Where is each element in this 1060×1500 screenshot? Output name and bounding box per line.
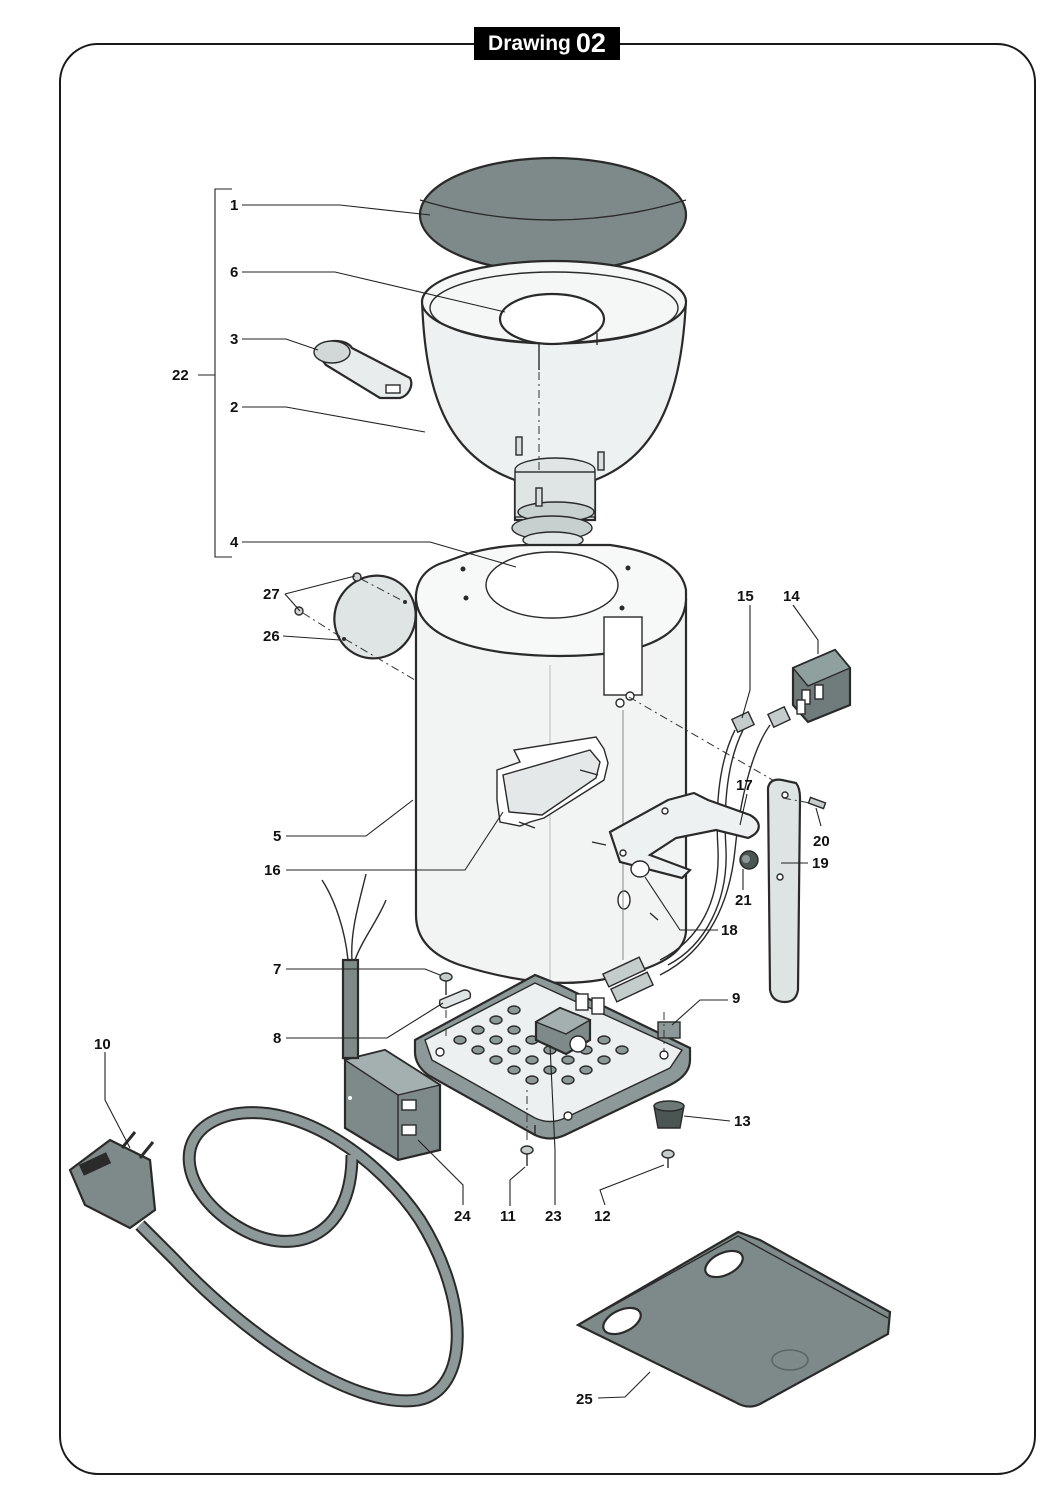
part-2-hopper-bowl: [420, 259, 688, 523]
assembly-bracket-22: [198, 188, 232, 558]
drawing-title-number: 02: [575, 28, 606, 58]
callout-18: 18: [721, 922, 738, 939]
callout-23: 23: [545, 1208, 562, 1225]
callout-15: 15: [737, 588, 754, 605]
callout-22: 22: [172, 367, 189, 384]
callout-20: 20: [813, 833, 830, 850]
callout-11: 11: [500, 1208, 516, 1225]
part-7-screw: [439, 972, 453, 995]
part-1-hopper-lid: [418, 156, 688, 274]
callout-25: 25: [576, 1391, 593, 1408]
callout-1: 1: [230, 197, 238, 214]
part-16-inner-plate: [496, 736, 609, 829]
callout-4: 4: [230, 534, 239, 551]
callout-3: 3: [230, 331, 238, 348]
leader-lines: [104, 204, 822, 1399]
part-9-base-tray: [413, 973, 692, 1140]
callout-14: 14: [783, 588, 800, 605]
part-25-drip-tray: [575, 1230, 892, 1408]
callout-2: 2: [230, 399, 238, 416]
callout-5: 5: [273, 828, 281, 845]
part-11-screw: [520, 1090, 534, 1166]
callout-24: 24: [454, 1208, 471, 1225]
callout-16: 16: [264, 862, 281, 879]
drawing-title: Drawing 02: [474, 27, 620, 60]
callout-labels: 1 6 3 22 2 4 27 26 15 14 17 20 19 21 5 1…: [94, 197, 830, 1408]
part-6-hopper-disc: [498, 292, 606, 470]
part-12-screw: [661, 1149, 675, 1168]
callout-6: 6: [230, 264, 238, 281]
drawing-title-word: Drawing: [488, 31, 571, 55]
callout-26: 26: [263, 628, 280, 645]
part-3-shutter-slide: [313, 339, 413, 400]
callout-21: 21: [735, 892, 752, 909]
part-21-rubber-button: [739, 850, 759, 870]
callout-7: 7: [273, 961, 281, 978]
callout-13: 13: [734, 1113, 751, 1130]
part-13-rubber-foot: [653, 1100, 685, 1129]
part-24-filter-box: [343, 1048, 442, 1162]
part-15-wire-connectors: [601, 696, 792, 1003]
callout-27: 27: [263, 586, 280, 603]
part-10-power-cord: [68, 873, 464, 1408]
part-20-screw: [782, 796, 827, 810]
callout-10: 10: [94, 1036, 111, 1053]
part-19-lever: [766, 778, 802, 1004]
part-14-rocker-switch: [791, 648, 852, 724]
part-23-micro-switch: [534, 993, 605, 1056]
callout-8: 8: [273, 1030, 281, 1047]
callout-17: 17: [736, 777, 753, 794]
part-17-switch-bracket: [591, 791, 760, 880]
callout-19: 19: [812, 855, 829, 872]
callout-12: 12: [594, 1208, 611, 1225]
callout-9: 9: [732, 990, 740, 1007]
part-18-push-knob: [630, 860, 659, 921]
part-26-window-cover: [333, 574, 417, 681]
